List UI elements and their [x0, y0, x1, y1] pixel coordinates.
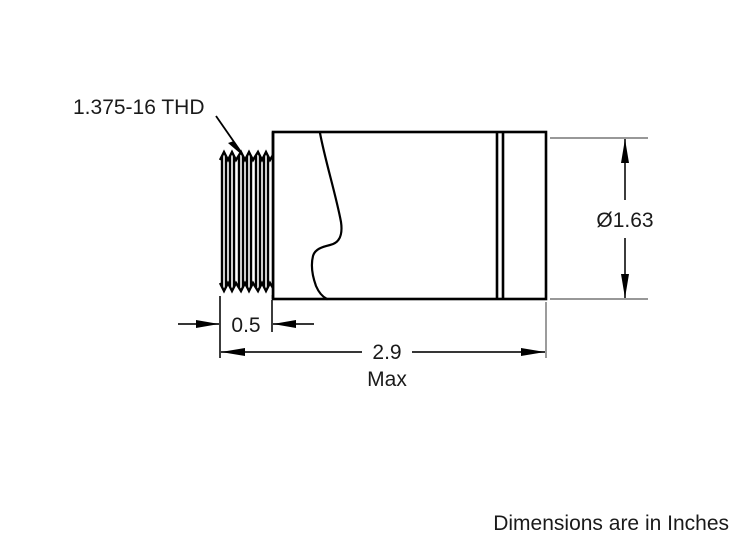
diameter-dim-label: Ø1.63 [596, 209, 653, 232]
thread-length-arrowhead-left [196, 320, 219, 328]
diameter-arrowhead-bottom [621, 274, 629, 298]
thread-length-arrowhead-right [273, 320, 296, 328]
thread-leader-line [215, 115, 242, 153]
body-outline [271, 130, 548, 301]
overall-length-dim-label: 2.9 [372, 341, 401, 364]
overall-length-arrowhead-right [521, 348, 545, 356]
thread-length-dim-label: 0.5 [231, 314, 260, 337]
overall-length-arrowhead-left [221, 348, 245, 356]
thread-callout-label: 1.375-16 THD [73, 96, 205, 119]
body-contour-line [310, 131, 343, 301]
diameter-arrowhead-top [621, 139, 629, 163]
units-note: Dimensions are in Inches [493, 512, 729, 535]
overall-length-qualifier-label: Max [367, 368, 407, 391]
thread-leader-arrowhead [228, 141, 242, 155]
thread-flank-lines [220, 156, 270, 287]
